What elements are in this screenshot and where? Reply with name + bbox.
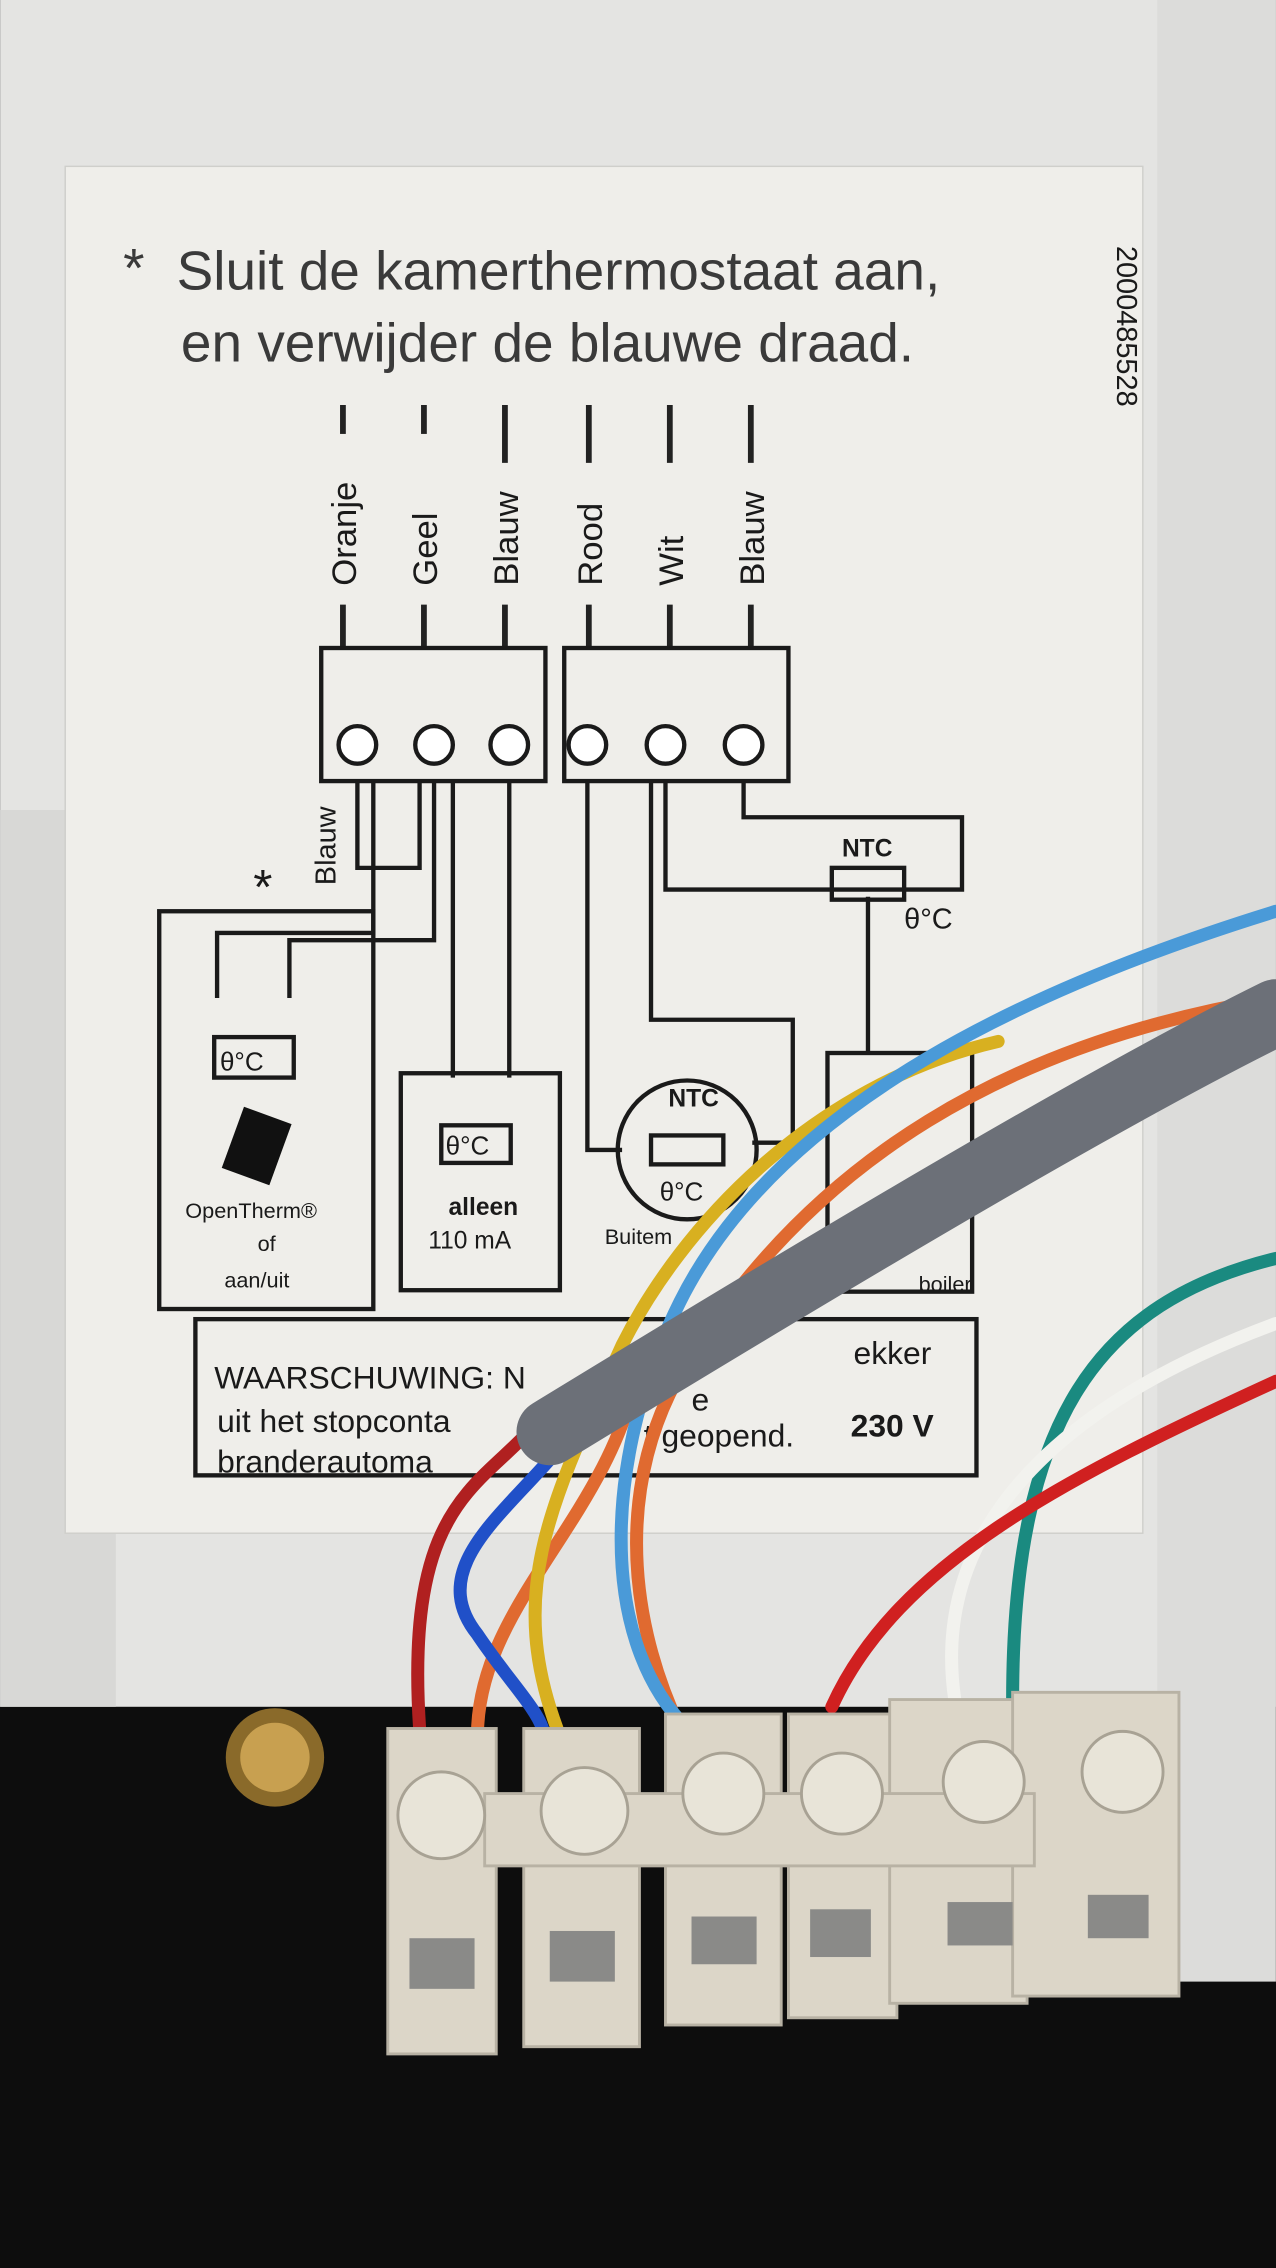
warning-line-3b: t geopend.: [644, 1417, 794, 1453]
blue-wire: [453, 1425, 578, 1735]
red-wire-right: [825, 1374, 1276, 1714]
wire-label-blauw-1: Blauw: [488, 490, 526, 585]
theta-c-alleen: θ°C: [446, 1130, 490, 1160]
warning-voltage: 230 V: [851, 1407, 934, 1443]
theta-c-opentherm: θ°C: [220, 1046, 264, 1076]
ntc-label-top: NTC: [842, 835, 893, 862]
opentherm-aan-uit: aan/uit: [224, 1267, 289, 1292]
red-wire-left: [411, 1418, 542, 1735]
ntc-label-circle: NTC: [668, 1086, 719, 1113]
terminal-block-diagram: [157, 645, 975, 1312]
wire-label-rood: Rood: [572, 503, 610, 586]
header-line-2: en verwijder de blauwe draad.: [181, 312, 914, 374]
wire-labels: Oranje Geel Blauw Rood Wit Blauw: [326, 405, 772, 648]
theta-c-circle: θ°C: [660, 1177, 704, 1207]
warning-line-1b: ekker: [854, 1335, 932, 1371]
warning-line-1a: WAARSCHUWING: N: [214, 1360, 526, 1396]
alleen-label: alleen: [449, 1194, 519, 1221]
buitenvoeler-label: Buitem: [605, 1224, 673, 1249]
wire-label-blauw-2: Blauw: [734, 490, 772, 585]
warning-box: WAARSCHUWING: N ekker uit het stopconta …: [193, 1316, 979, 1479]
wiring-label: * Sluit de kamerthermostaat aan, en verw…: [64, 165, 1144, 1534]
opentherm-label: OpenTherm®: [185, 1198, 317, 1223]
header-line-1: Sluit de kamerthermostaat aan,: [177, 239, 941, 301]
terminal-block: [386, 1690, 1181, 2056]
yellow-wire: [528, 1034, 1005, 1735]
grey-sheathed-cable: [516, 979, 1276, 1466]
serial-number: 2000485528: [1110, 246, 1142, 407]
light-blue-wire: [614, 904, 1276, 1735]
wire-label-wit: Wit: [653, 535, 691, 585]
opentherm-logo: [221, 1106, 292, 1186]
wire-label-oranje: Oranje: [326, 482, 364, 586]
warning-line-2b: e: [692, 1381, 710, 1417]
theta-c-top: θ°C: [904, 904, 953, 936]
warning-line-2a: uit het stopconta: [217, 1403, 451, 1439]
side-star: *: [253, 860, 272, 915]
warning-line-3a: branderautoma: [217, 1443, 433, 1479]
white-wire: [945, 1316, 1276, 1707]
side-label-blauw: Blauw: [311, 806, 343, 885]
current-label: 110 mA: [428, 1227, 511, 1254]
wires: [411, 904, 1276, 1743]
screw-head: [240, 1722, 310, 1793]
green-wire: [1006, 1251, 1276, 1707]
header-star: *: [123, 236, 144, 298]
opentherm-of: of: [258, 1231, 277, 1256]
boiler-label: boiler: [919, 1272, 972, 1297]
wire-label-geel: Geel: [407, 512, 445, 585]
